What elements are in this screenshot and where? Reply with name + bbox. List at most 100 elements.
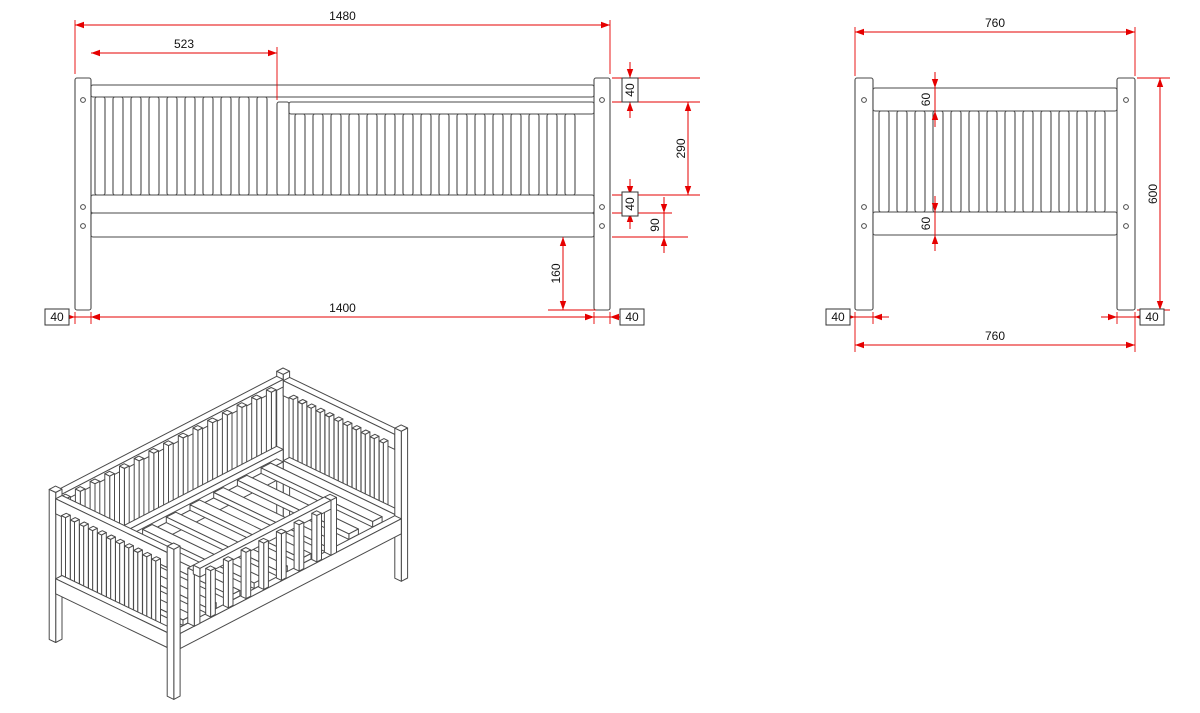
right-post bbox=[1116, 77, 1136, 311]
end-slat bbox=[342, 423, 348, 492]
end-view bbox=[854, 77, 1136, 311]
guard-slat bbox=[456, 113, 468, 196]
back-slat bbox=[184, 96, 196, 196]
dim-arrow bbox=[559, 237, 567, 246]
back-top-rail bbox=[90, 84, 595, 98]
guard-slat bbox=[294, 113, 306, 196]
guard-slat bbox=[366, 113, 378, 196]
dim-frame bbox=[621, 77, 639, 103]
end-slat bbox=[133, 550, 139, 618]
end-slat bbox=[355, 427, 362, 496]
dim-arrow bbox=[855, 341, 864, 349]
guard-slat bbox=[438, 113, 450, 196]
end-slat bbox=[142, 554, 148, 623]
front-view bbox=[74, 77, 611, 311]
screw-hole bbox=[599, 97, 605, 103]
end-slat bbox=[106, 537, 112, 605]
end-slat bbox=[60, 515, 66, 584]
slat bbox=[878, 110, 890, 213]
back-slat bbox=[177, 435, 184, 501]
top-rail bbox=[872, 87, 1118, 112]
dim-arrow bbox=[873, 313, 882, 321]
back-slat bbox=[153, 450, 159, 517]
guard-stile bbox=[187, 567, 195, 627]
end-slat bbox=[92, 527, 98, 597]
back-slat bbox=[207, 419, 214, 486]
end-slat bbox=[128, 545, 134, 614]
back-slat bbox=[163, 442, 169, 509]
slat bbox=[986, 110, 998, 213]
dim-arrow bbox=[931, 203, 939, 212]
back-slat bbox=[221, 412, 228, 479]
post bbox=[394, 427, 402, 582]
dim-arrow bbox=[75, 21, 84, 29]
dim-arrow bbox=[559, 301, 567, 310]
dim-label: 60 bbox=[919, 217, 933, 231]
end-slat bbox=[115, 541, 121, 610]
screw-hole bbox=[1123, 223, 1129, 229]
dim-arrow bbox=[660, 204, 668, 213]
guard-slat bbox=[348, 113, 360, 196]
dim-label: 40 bbox=[623, 83, 637, 97]
end-slat bbox=[297, 401, 303, 470]
dim-arrow bbox=[1108, 313, 1117, 321]
back-slat bbox=[236, 404, 243, 471]
guard-slat bbox=[293, 521, 300, 572]
back-slat bbox=[256, 96, 268, 196]
dim-arrow bbox=[1126, 28, 1135, 36]
slat bbox=[950, 110, 962, 213]
dim-label: 40 bbox=[625, 310, 639, 324]
dim-arrow bbox=[610, 313, 619, 321]
guard-slat bbox=[316, 512, 322, 563]
guard-top-rail bbox=[192, 564, 201, 578]
back-slat bbox=[130, 96, 142, 196]
dim-label: 760 bbox=[985, 16, 1005, 30]
guard-slat bbox=[227, 558, 234, 609]
dim-frame bbox=[1139, 308, 1165, 326]
slat bbox=[1022, 110, 1034, 213]
dim-arrow bbox=[660, 237, 668, 246]
dim-label: 523 bbox=[174, 37, 194, 51]
dim-arrow bbox=[931, 235, 939, 244]
back-slat bbox=[202, 96, 214, 196]
dim-arrow bbox=[585, 313, 594, 321]
dim-arrow bbox=[684, 102, 692, 111]
end-slat bbox=[351, 427, 357, 496]
dim-arrow bbox=[91, 313, 100, 321]
guard-slat bbox=[275, 531, 282, 581]
guard-slat bbox=[222, 558, 229, 609]
end-slat bbox=[319, 409, 326, 479]
guard-slat bbox=[240, 549, 247, 600]
end-slat bbox=[378, 440, 384, 509]
back-slat bbox=[226, 412, 233, 479]
bottom-rail bbox=[90, 194, 595, 214]
back-slat bbox=[148, 96, 160, 196]
guard-slat bbox=[205, 567, 212, 618]
end-slat bbox=[88, 528, 94, 597]
dim-arrow bbox=[684, 186, 692, 195]
dim-label: 90 bbox=[648, 218, 662, 232]
back-slat bbox=[182, 435, 189, 501]
end-slat bbox=[306, 405, 312, 474]
screw-hole bbox=[599, 204, 605, 210]
dim-label: 40 bbox=[623, 197, 637, 211]
back-slat bbox=[256, 397, 262, 463]
guard-slat bbox=[492, 113, 504, 196]
back-slat bbox=[270, 389, 277, 456]
post bbox=[400, 427, 409, 582]
end-slat bbox=[124, 545, 130, 614]
end-slat bbox=[110, 536, 116, 605]
end-slat bbox=[369, 436, 375, 505]
dim-arrow bbox=[91, 49, 100, 57]
back-slat bbox=[138, 458, 145, 524]
back-slat bbox=[251, 397, 258, 463]
screw-hole bbox=[861, 223, 867, 229]
guard-slat bbox=[384, 113, 396, 196]
guard-slat bbox=[420, 113, 432, 196]
post bbox=[166, 545, 175, 700]
screw-hole bbox=[1123, 97, 1129, 103]
end-slat bbox=[310, 405, 317, 474]
